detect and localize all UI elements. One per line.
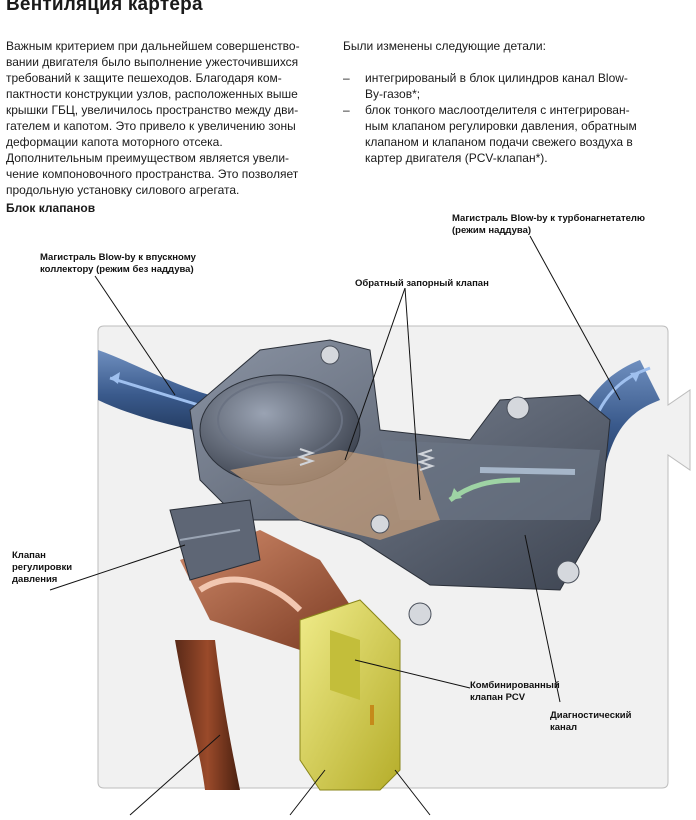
page-title: Вентиляция картера: [6, 0, 203, 15]
changes-intro: Были изменены следующие детали:: [343, 39, 546, 53]
label-pcv-valve: Комбинированный клапан PCV: [470, 680, 560, 703]
label-check-valve: Обратный запорный клапан: [355, 278, 489, 289]
label-pressure-valve: Клапан регулировки давления: [12, 550, 73, 585]
figure-heading: Блок клапанов: [6, 201, 96, 215]
intro-paragraph: Важным критерием при дальнейшем совершен…: [6, 39, 300, 197]
leader-lines: [49, 235, 621, 816]
pressure-valve-body: [169, 499, 261, 581]
pcv-valve-body: [299, 599, 401, 791]
list-item: – интегрированый в блок цилиндров канал …: [343, 71, 628, 101]
valve-springs: [296, 448, 436, 471]
fresh-air-arrow: [448, 477, 521, 503]
changes-list: – интегрированый в блок цилиндров канал …: [343, 70, 678, 166]
label-blowby-intake: Магистраль Blow-by к впускному коллектор…: [40, 252, 196, 275]
label-diag-channel: Диагностический канал: [550, 710, 632, 733]
hose: [175, 640, 240, 790]
label-blowby-turbo: Магистраль Blow-by к турбонагнетателю (р…: [452, 213, 646, 236]
list-item: – блок тонкого маслоотделителя с интегри…: [343, 103, 637, 165]
bolt-heads: [320, 345, 580, 626]
